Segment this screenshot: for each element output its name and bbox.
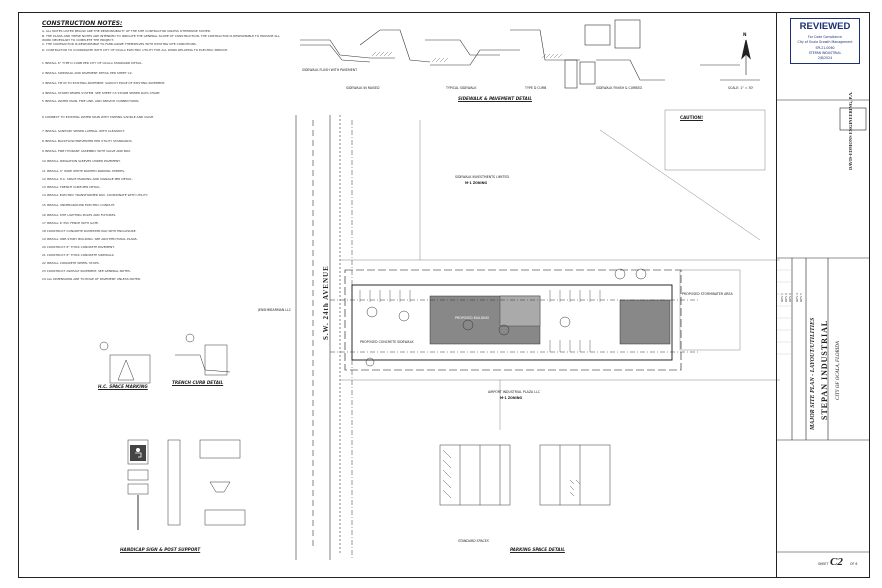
note-item: 13 INSTALL TRENCH CURB PER DETAIL. [42,185,101,189]
notes-header: CONSTRUCTION NOTES: [42,20,123,27]
revision: REV 3 [788,293,792,302]
detail-title: TRENCH CURB DETAIL [172,380,224,385]
stormwater-label: PROPOSED STORMWATER AREA [682,292,733,296]
sheet-number-box: SHEET C2 OF 6 [818,554,868,574]
note-item: 15 INSTALL UNDERGROUND ELECTRIC CONDUIT. [42,203,115,207]
detail-title: STANDARD SPACES [458,539,489,543]
sheet-total: OF 6 [850,562,858,566]
note-item: 24 ALL DIMENSIONS ARE TO EDGE OF PAVEMEN… [42,277,142,281]
note-item: 12 INSTALL H.C. SPACE MARKING AND SIGNAG… [42,177,133,181]
note-item: 7 INSTALL SANITARY SEWER LATERAL WITH CL… [42,129,125,133]
detail-title: SIDEWALK FLUSH WITH PAVEMENT [302,68,358,72]
caution-label: CAUTION! [680,115,703,120]
note-item: 16 INSTALL SITE LIGHTING POLES AND FIXTU… [42,213,117,217]
note-item: 14 INSTALL ELECTRIC TRANSFORMER PAD. COO… [42,193,148,197]
sidewalk-label: PROPOSED CONCRETE SIDEWALK [360,340,414,344]
sheet-label: SHEET [818,562,829,566]
sheet-number: C2 [830,556,843,568]
detail-title: SIDEWALK FINISH & CURBED [596,86,642,90]
note-item: 3 INSTALL TIE IN TO EXISTING PAVEMENT. S… [42,81,166,85]
scale-label: SCALE: 1" = 30' [728,86,754,90]
stamp-line: STEPAN INDUSTRIAL [808,51,842,55]
stamp-line: City of Ocala Growth Management [797,40,853,44]
stamp-title: REVIEWED [799,21,851,32]
detail-title: PARKING SPACE DETAIL [510,547,565,552]
note-item: 8 INSTALL BACKFLOW PREVENTER PER UTILITY… [42,139,133,143]
revision: REV 5 [799,293,803,302]
note-item: 11 INSTALL 4" WIDE WHITE PAINTED PARKING… [42,169,125,173]
note-item: 6 CONNECT TO EXISTING WATER MAIN WITH TA… [42,115,155,119]
note-item: 1 INSTALL 6" TYPE D CURB PER CITY OF OCA… [42,61,143,65]
stamp-line: 2/8/2024 [817,56,833,60]
road-label: S.W. 24th AVENUE [322,265,330,340]
detail-title: SIDEWALK IN RAISED [346,86,380,90]
note-item: 17 INSTALL 6' PVC FENCE WITH GATE. [42,221,99,225]
note-item: 10 INSTALL IRRIGATION SLEEVES UNDER PAVE… [42,159,121,163]
note-item: D. CONTRACTOR TO COORDINATE WITH CITY OF… [42,48,229,52]
sheet-border [18,12,870,578]
note-item: 19 INSTALL ONE-STORY BUILDING. SEE ARCHI… [42,237,138,241]
parcel-label: AIRPORT INDUSTRIAL PLAZA LLC [488,390,541,394]
building-label: PROPOSED BUILDING [455,316,490,320]
note-item: 21 CONSTRUCT 6" THICK CONCRETE SIDEWALK. [42,253,115,257]
detail-title: HANDICAP SIGN & POST SUPPORT [120,547,201,552]
note-item: A. ALL NOTES LISTED BELOW ARE THE RESPON… [42,29,212,33]
parcel-zoning: M-1 ZONING [500,396,522,400]
note-item: 22 INSTALL CONCRETE WHEEL STOPS. [42,261,100,265]
detail-title: TYPE D CURB [525,86,547,90]
parcel-zoning: M-1 ZONING [465,181,487,185]
stamp-line: For Code Compliance [808,35,842,39]
sheet-title: MAJOR SITE PLAN - LAYOUT/UTILITIES [810,317,816,430]
title-block [776,12,870,578]
note-item: 2 INSTALL SIDEWALK AND PAVEMENT DETAIL P… [42,71,133,75]
project-name: STEPAN INDUSTRIAL [820,319,829,420]
reviewed-stamp: REVIEWED For Code Compliance City of Oca… [790,18,860,64]
parcel-label: SIDEWALK INVESTMENTS LIMITED [455,175,509,179]
detail-title: TYPICAL SIDEWALK [446,86,477,90]
firm-name: DAVIS-EDMONS ENGINEERING, P.A. [848,91,853,170]
note-item: 4 INSTALL STORM SEWER SYSTEM. SEE SHEET … [42,91,161,95]
stamp-line: SPL21-0060 [815,46,835,50]
construction-notes: CONSTRUCTION NOTES: A. ALL NOTES LISTED … [42,20,290,292]
sidewalk-detail-title: SIDEWALK & PAVEMENT DETAIL [458,96,533,101]
note-item: B. THE PLANS AND THESE NOTES ARE INTENDE… [42,34,280,42]
note-item: 18 CONSTRUCT CONCRETE DUMPSTER PAD WITH … [42,229,137,233]
project-city: CITY OF OCALA, FLORIDA [836,341,841,400]
note-item: C. THE CONTRACTOR IS RESPONSIBLE TO FAMI… [42,42,197,46]
note-item: 23 CONSTRUCT ASPHALT PAVEMENT. SEE GENER… [42,269,131,273]
note-item: 20 CONSTRUCT 6" THICK CONCRETE PAVEMENT. [42,245,115,249]
detail-title: H.C. SPACE MARKING [98,384,148,389]
note-item: 5 INSTALL WATER MAIN, FIRE LINE, AND SER… [42,99,140,103]
note-item: 9 INSTALL FIRE HYDRANT ASSEMBLY WITH VAL… [42,149,132,153]
parcel-label: JENSHMEARMAN LLC [258,308,292,312]
north-label: N [743,32,747,37]
